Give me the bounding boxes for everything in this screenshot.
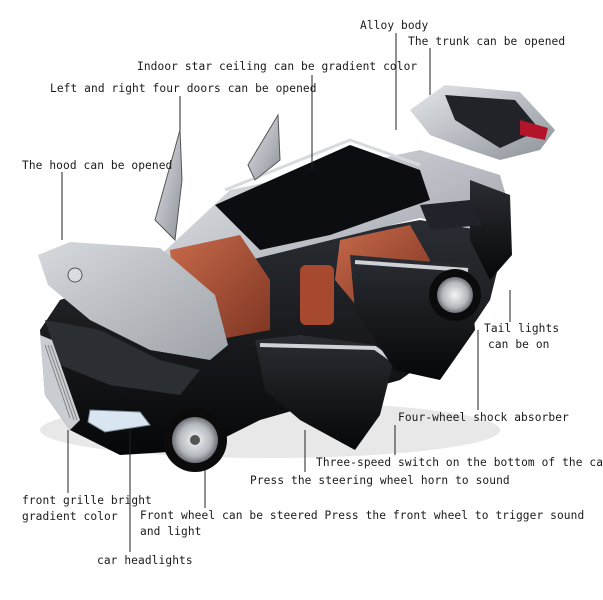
hood-emblem [67,267,83,283]
callout-alloy-body: Alloy body [360,19,429,32]
rear-door-left-open [247,113,281,181]
front-door-left-open [154,129,183,242]
rear-door-right-trim [354,260,469,272]
rear-wheel-rim [437,277,473,313]
tail-light [520,120,548,140]
roof-rail [224,138,421,192]
callout-grille-2: gradient color [22,510,118,523]
callout-tail-lights-1: Tail lights [484,322,560,335]
callout-hood: The hood can be opened [22,159,173,172]
rear-quarter [470,180,512,280]
callout-front-wheel-2: and light [140,525,202,538]
callout-headlights: car headlights [97,554,193,567]
callout-grille-1: front grille bright [22,494,152,507]
engine-bay [45,320,200,395]
callout-trunk: The trunk can be opened [408,35,566,48]
callout-three-speed: Three-speed switch on the bottom of the … [316,456,603,469]
callout-star-ceiling: Indoor star ceiling can be gradient colo… [137,60,418,73]
roof-panel [215,145,430,250]
seat-back [300,265,334,325]
leader-lines [61,33,511,552]
trunk-glass [445,95,540,148]
callout-horn: Press the steering wheel horn to sound [250,474,510,487]
front-door-right [255,335,395,450]
rear-window [420,200,482,230]
callout-shock-absorber: Four-wheel shock absorber [398,411,569,424]
callout-tail-lights-2: can be on [488,338,550,351]
headlight [87,409,151,433]
callout-four-doors: Left and right four doors can be opened [50,82,317,95]
hood [38,242,228,360]
callout-front-wheel-1: Front wheel can be steered Press the fro… [140,509,585,522]
